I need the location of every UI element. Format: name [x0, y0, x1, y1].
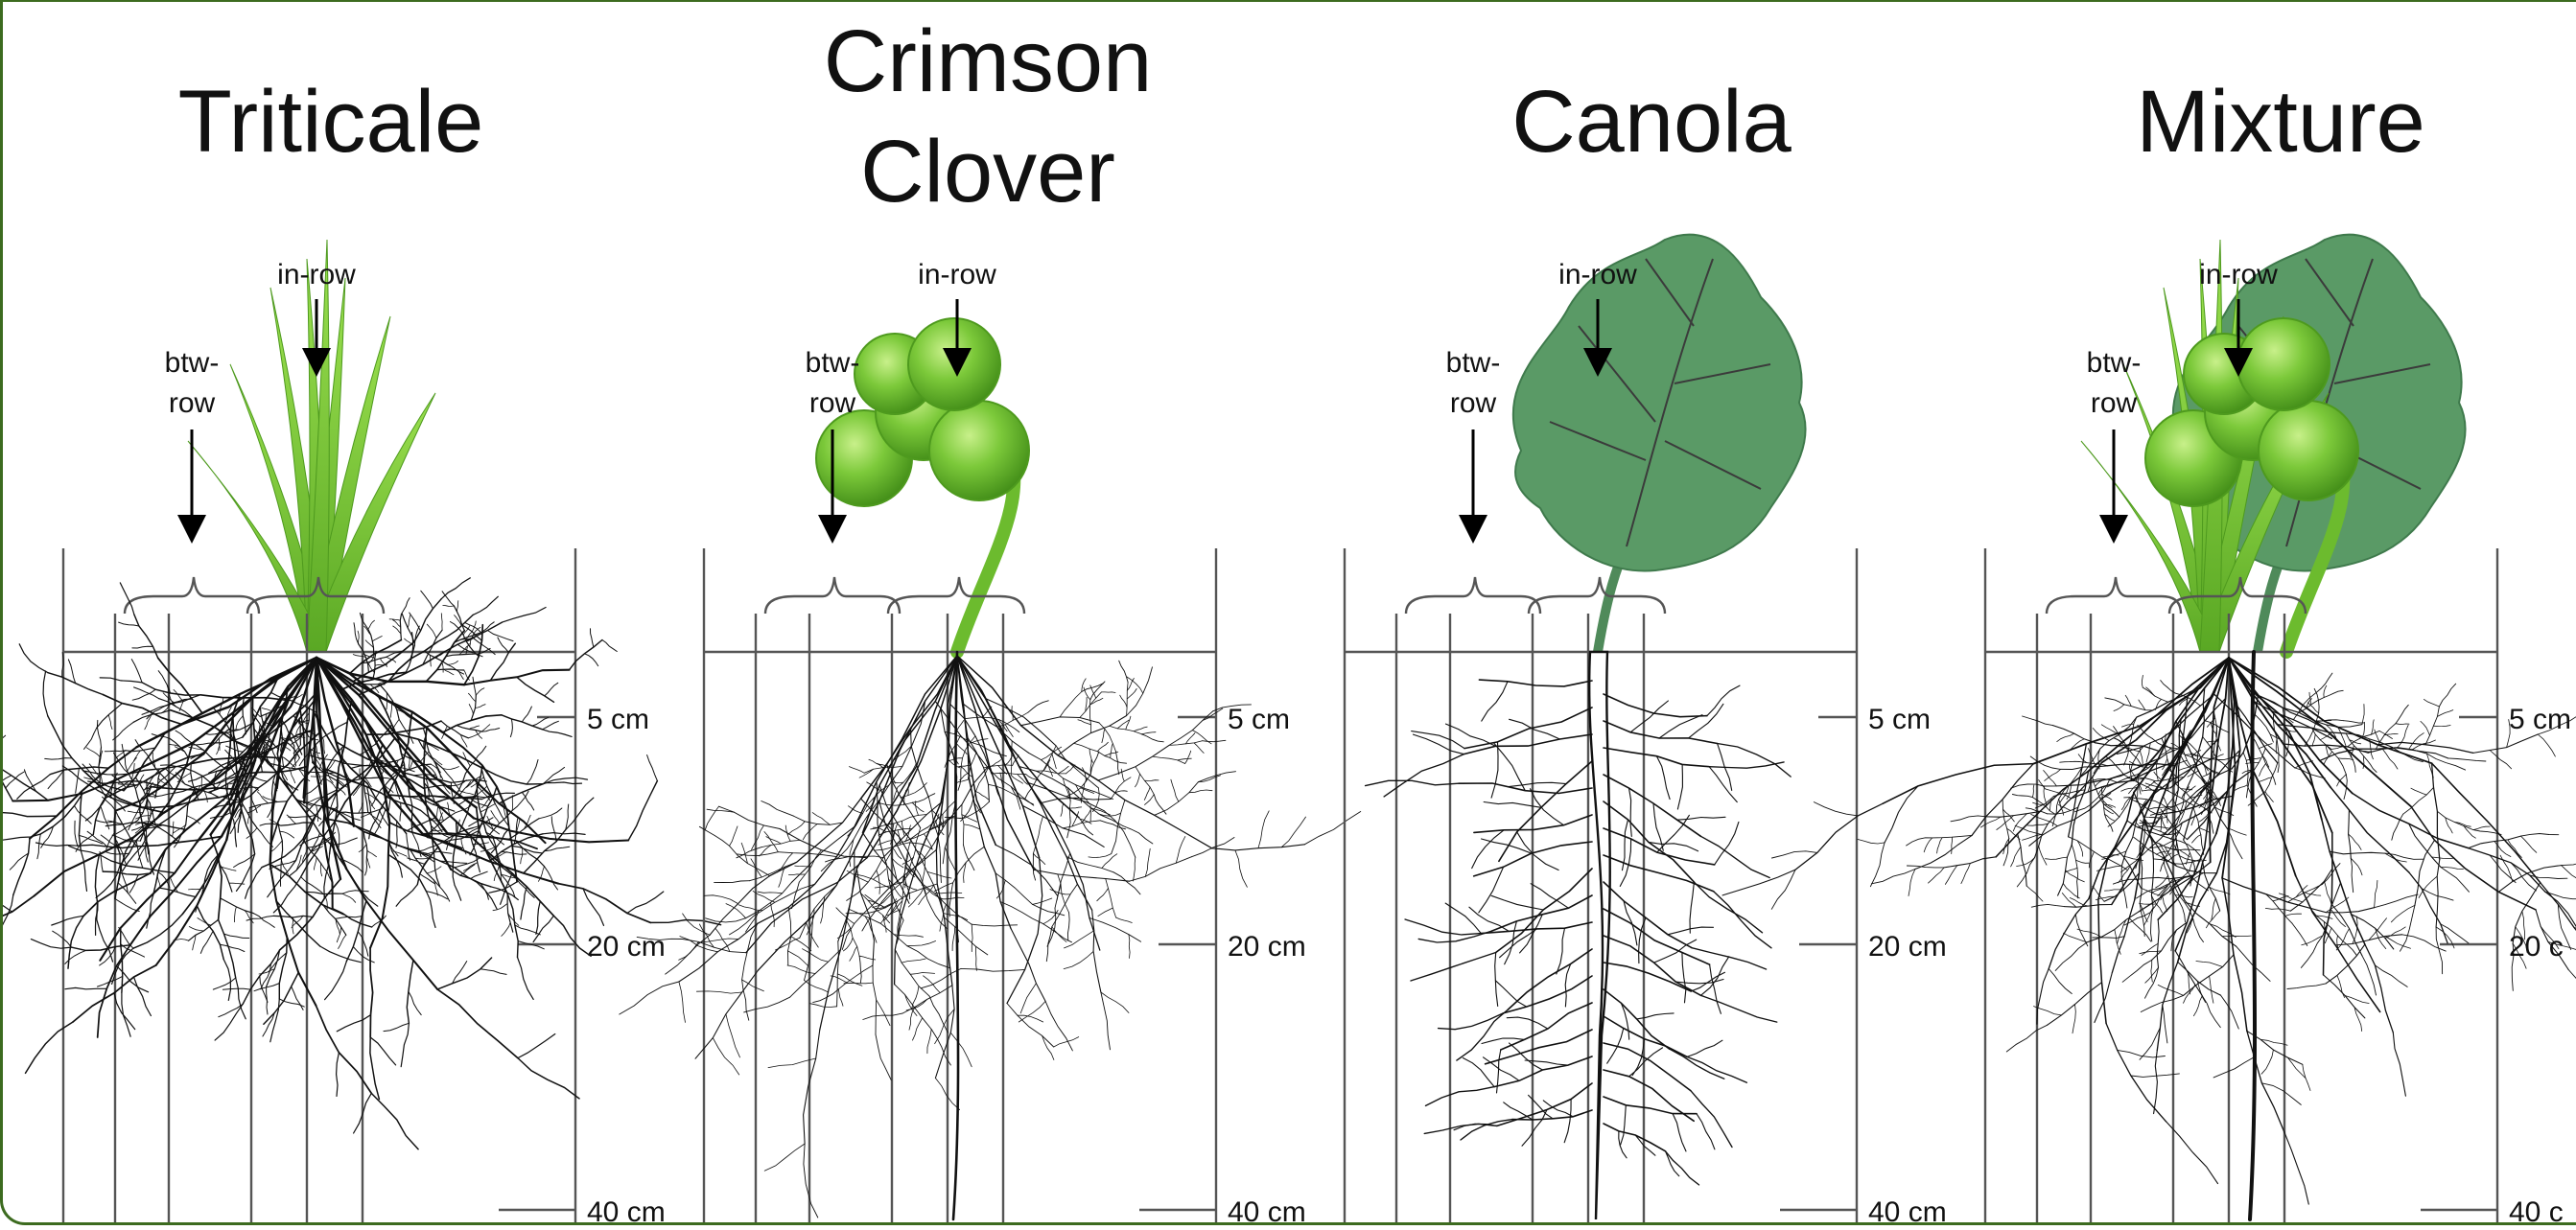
btw-row-brace [2047, 577, 2181, 614]
panel-title: Canola [1511, 73, 1791, 171]
in-row-label: in-row [918, 259, 996, 290]
depth-label: 5 cm [2509, 704, 2571, 735]
depth-label: 20 cm [587, 931, 666, 963]
panel-title: Crimson [824, 12, 1152, 110]
in-row-brace [1529, 577, 1665, 614]
canola-plant [1513, 235, 1806, 652]
btw-row-brace [125, 577, 259, 614]
depth-label: 40 cm [1868, 1196, 1947, 1225]
depth-label: 5 cm [587, 704, 649, 735]
btw-row-brace [1406, 577, 1540, 614]
btw-row-brace [765, 577, 900, 614]
root-system [0, 578, 721, 1149]
btw-row-label-line1: btw- [1446, 347, 1501, 379]
panel-triticale: Triticale 5 cm 20 cm 40 cm btw-row in-row [0, 73, 721, 1225]
root-system [1722, 652, 2576, 1219]
clover-leaflet [908, 318, 1000, 410]
panel-canola: Canola 5 cm 20 cm 40 cm btw-row in-row [1345, 73, 1947, 1225]
depth-label: 5 cm [1868, 704, 1931, 735]
depth-label: 40 c [2509, 1196, 2564, 1225]
panel-title: Mixture [2136, 73, 2425, 171]
btw-row-label-line1: btw- [806, 347, 860, 379]
btw-row-label-line2: row [169, 387, 216, 419]
btw-row-label-line2: row [809, 387, 856, 419]
clover-leaflet [2259, 401, 2358, 500]
clover-leaflet [929, 401, 1029, 500]
depth-label: 20 cm [1868, 931, 1947, 963]
btw-row-label-line2: row [2091, 387, 2138, 419]
triticale-plant [188, 240, 435, 652]
clover-leaflet [2237, 318, 2330, 410]
root-system [1366, 652, 1791, 1219]
in-row-label: in-row [2199, 259, 2278, 290]
btw-row-label-line2: row [1450, 387, 1497, 419]
in-row-label: in-row [277, 259, 356, 290]
btw-row-label-line1: btw- [2087, 347, 2142, 379]
depth-label: 20 cm [1228, 931, 1306, 963]
depth-label: 20 c [2509, 931, 2564, 963]
btw-row-label-line1: btw- [165, 347, 220, 379]
depth-label: 40 cm [1228, 1196, 1306, 1225]
in-row-label: in-row [1558, 259, 1637, 290]
canola-leaf [1513, 235, 1806, 571]
panel-mixture: Mixture 5 cm 20 c 40 c btw-row in-row [1722, 73, 2576, 1225]
panel-title: Clover [860, 123, 1115, 220]
depth-label: 40 cm [587, 1196, 666, 1225]
depth-label: 5 cm [1228, 704, 1290, 735]
panel-title: Triticale [178, 73, 484, 171]
in-row-brace [888, 577, 1024, 614]
